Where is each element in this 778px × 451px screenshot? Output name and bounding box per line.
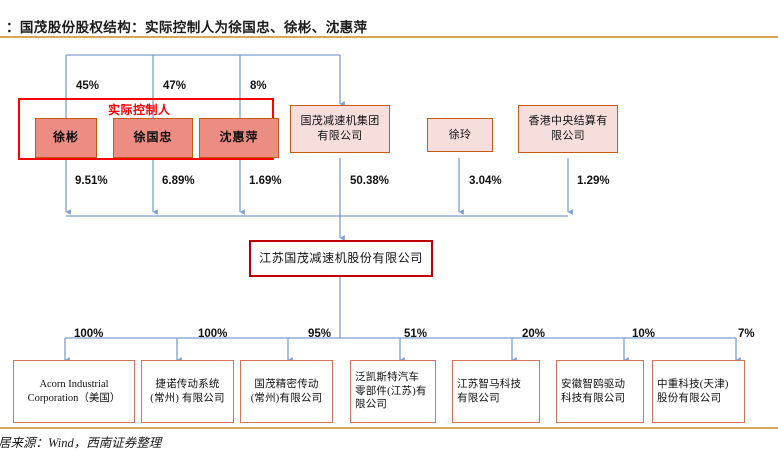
pct-sub-zhima: 20% [522, 328, 546, 340]
pct-sub-jingmi: 95% [308, 328, 332, 340]
node-person-shenhuiping[interactable]: 沈惠萍 [199, 118, 279, 158]
node-sub-jienuo[interactable]: 捷诺传动系统 (常州) 有限公司 [141, 360, 234, 423]
node-holder-hkscc-line2: 限公司 [551, 130, 585, 142]
node-sub-jienuo-line1: 捷诺传动系统 [155, 378, 220, 390]
node-sub-jingmi-line1: 国茂精密传动 [254, 378, 319, 390]
pct-stake-guomao-group: 50.38% [350, 175, 390, 187]
node-person-shenhuiping-label: 沈惠萍 [219, 130, 259, 145]
node-core-company[interactable]: 江苏国茂减速机股份有限公司 [249, 240, 433, 277]
node-sub-jienuo-line2: (常州) 有限公司 [150, 392, 225, 404]
node-holder-guomao-group-line1: 国茂减速机集团 [300, 115, 380, 128]
node-sub-fankaisite-line2: 零部件(江苏)有 [355, 385, 427, 397]
node-holder-hkscc[interactable]: 香港中央结算有 限公司 [518, 105, 618, 153]
node-holder-hkscc-line1: 香港中央结算有 [528, 115, 608, 128]
pct-top-xubin: 45% [76, 80, 100, 92]
node-sub-jingmi-line2: (常州)有限公司 [250, 392, 323, 404]
node-holder-xuling-label: 徐玲 [448, 128, 472, 141]
actual-controller-label: 实际控制人 [108, 103, 171, 117]
node-core-company-label: 江苏国茂减速机股份有限公司 [259, 250, 423, 265]
node-sub-zhongzhong[interactable]: 中重科技(天津) 股份有限公司 [652, 360, 745, 423]
node-sub-acorn-line2: Corporation（美国） [27, 392, 121, 404]
node-person-xubin-label: 徐彬 [52, 130, 79, 145]
page-title: ：国茂股份股权结构：实际控制人为徐国忠、徐彬、沈惠萍 [6, 20, 368, 35]
node-sub-zhiou-line1: 安徽智鸥驱动 [561, 378, 626, 390]
pct-stake-shenhuiping: 1.69% [249, 175, 282, 187]
node-holder-guomao-group[interactable]: 国茂减速机集团 有限公司 [290, 105, 390, 153]
node-sub-acorn[interactable]: Acorn Industrial Corporation（美国） [13, 360, 135, 423]
node-sub-fankaisite[interactable]: 泛凯斯特汽车 零部件(江苏)有 限公司 [350, 360, 436, 423]
node-sub-fankaisite-line3: 限公司 [355, 399, 388, 411]
pct-stake-xubin: 9.51% [75, 175, 108, 187]
node-person-xubin[interactable]: 徐彬 [35, 118, 97, 158]
node-sub-zhongzhong-line2: 股份有限公司 [657, 392, 722, 404]
pct-top-xuguozhong: 47% [163, 80, 187, 92]
node-sub-zhima-line1: 江苏智马科技 [457, 378, 522, 390]
node-sub-acorn-line1: Acorn Industrial [39, 378, 109, 390]
pct-sub-fankaisite: 51% [404, 328, 428, 340]
node-holder-guomao-group-line2: 有限公司 [317, 130, 363, 142]
pct-stake-xuling: 3.04% [469, 175, 502, 187]
footer-divider [0, 427, 778, 429]
pct-stake-xuguozhong: 6.89% [162, 175, 195, 187]
source-note: 居来源：Wind，西南证券整理 [0, 436, 162, 450]
node-sub-jingmi[interactable]: 国茂精密传动 (常州)有限公司 [240, 360, 333, 423]
node-sub-zhima-line2: 有限公司 [457, 392, 500, 404]
node-person-xuguozhong-label: 徐国忠 [133, 130, 173, 145]
node-sub-zhima[interactable]: 江苏智马科技 有限公司 [452, 360, 540, 423]
node-sub-zhiou[interactable]: 安徽智鸥驱动 科技有限公司 [556, 360, 644, 423]
node-sub-fankaisite-line1: 泛凯斯特汽车 [355, 371, 420, 383]
pct-stake-hkscc: 1.29% [577, 175, 610, 187]
node-sub-zhiou-line2: 科技有限公司 [561, 392, 626, 404]
title-divider [0, 36, 778, 38]
pct-sub-zhiou: 10% [632, 328, 656, 340]
node-holder-xuling[interactable]: 徐玲 [427, 118, 493, 152]
node-person-xuguozhong[interactable]: 徐国忠 [113, 118, 193, 158]
pct-sub-jienuo: 100% [198, 328, 228, 340]
pct-sub-zhongzhong: 7% [738, 328, 755, 340]
node-sub-zhongzhong-line1: 中重科技(天津) [657, 378, 729, 390]
pct-sub-acorn: 100% [74, 328, 104, 340]
pct-top-shenhuiping: 8% [250, 80, 267, 92]
